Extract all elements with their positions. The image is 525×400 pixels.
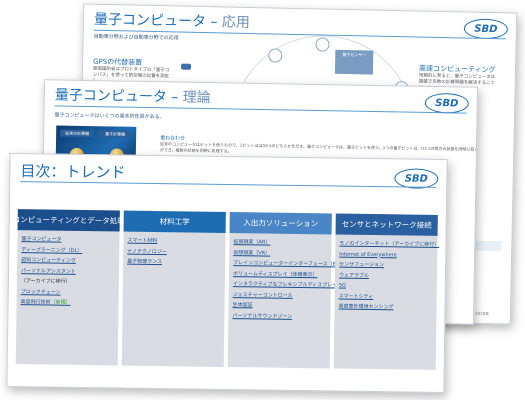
toc-link-label: インタラクティブなフレキシブルディスプレイ xyxy=(232,281,338,289)
toc-link[interactable]: センサフュージョン xyxy=(339,260,437,272)
toc-link-label: 生体認証 xyxy=(232,302,253,309)
toc-link[interactable]: 拡張現実（AR） xyxy=(233,237,331,249)
toc-column: センサとネットワーク接続モノのインターネット（アーカイブに移行） Internet… xyxy=(333,213,440,370)
toc-link-label: 認知コンピューティング xyxy=(21,257,76,264)
toc-link-label: スマートシティ xyxy=(338,293,374,300)
toc-link-label: Internet of Everywhere xyxy=(339,251,397,258)
toc-link-label: 5G xyxy=(338,282,346,289)
slide-subtitle: 自動車分野および自動車分野での応用 xyxy=(93,33,179,42)
toc-link[interactable]: スマート材料 xyxy=(127,236,225,248)
label-classical: 従来の計算機 xyxy=(60,129,95,138)
slide-title-main: 量子コンピュータ xyxy=(93,11,207,31)
toc-column: コンピューティングとデータ処理量子コンピュータディープラーニング（DL） 認知コン… xyxy=(13,209,125,366)
column-header: コンピューティングとデータ処理 xyxy=(13,209,125,232)
toc-link-label: 高度車外環境センシング xyxy=(338,303,394,311)
toc-link-label: ウェアラブル xyxy=(338,272,370,279)
toc-column: 入出力ソリューション拡張現実（AR） 仮想現実（VR） ブレインコンピューターインタ… xyxy=(227,212,346,369)
toc-link[interactable]: インタラクティブなフレキシブルディスプレイ xyxy=(233,279,337,291)
car-icon xyxy=(180,63,192,70)
toc-link-label: ブレインコンピューターインターフェース（BCI） xyxy=(233,260,346,268)
toc-link-label: 量子コンピュータ xyxy=(21,236,62,243)
toc-link-label: ブロックチェーン xyxy=(20,288,61,296)
toc-link-label: ナノテクノロジー xyxy=(127,248,167,255)
toc-link[interactable]: 高度飛行技術（新規） xyxy=(20,297,118,309)
toc-link-label: （アーカイブに移行） xyxy=(20,278,71,285)
label-quantum: 量子計算機 xyxy=(98,130,133,138)
column-header: 材料工学 xyxy=(123,210,226,233)
sbd-logo: SBD xyxy=(463,18,509,40)
column-header: 入出力ソリューション xyxy=(229,212,332,235)
column-item-list: モノのインターネット（アーカイブに移行） Internet of Everywhe… xyxy=(334,235,440,314)
toc-link-label: 高度飛行技術 xyxy=(20,299,51,306)
column-item-list: 量子コンピュータディープラーニング（DL） 認知コンピューティングパーソナルアシス… xyxy=(16,230,119,309)
toc-columns: コンピューティングとデータ処理量子コンピュータディープラーニング（DL） 認知コン… xyxy=(13,209,440,370)
list-note: （アーカイブに移行） xyxy=(21,276,119,288)
toc-link-label: パーソナルアシスタント xyxy=(20,267,76,275)
slide-title-sub: 応用 xyxy=(221,14,251,31)
column-header: センサとネットワーク接続 xyxy=(335,213,438,236)
column-item-list: スマート材料ナノテクノロジー量子物理ランス xyxy=(123,232,225,269)
toc-link-label: ディープラーニング（DL） xyxy=(21,246,83,254)
slide-title: 量子コンピュータ – 応用 xyxy=(94,9,250,32)
column-item-list: 拡張現実（AR） 仮想現実（VR） ブレインコンピューターインターフェース（BCI）… xyxy=(228,233,346,323)
sbd-logo: SBD xyxy=(424,92,469,114)
toc-link-label: 仮想現実（VR） xyxy=(233,249,271,257)
toc-link[interactable]: パーソナルサウンドゾーン xyxy=(232,311,330,323)
toc-link-label: パーソナルサウンドゾーン xyxy=(232,312,293,320)
toc-link[interactable]: 量子物理ランス xyxy=(127,257,225,269)
toc-link-label: 量子物理ランス xyxy=(127,258,163,266)
slide-title-sub: 理論 xyxy=(182,89,211,107)
title-separator: – xyxy=(210,14,218,31)
diagram-hub: 量子センサー xyxy=(334,49,374,75)
toc-link[interactable]: モノのインターネット（アーカイブに移行） xyxy=(339,239,440,251)
toc-link[interactable]: 生体認証 xyxy=(232,300,330,312)
toc-column: 材料工学スマート材料ナノテクノロジー量子物理ランス xyxy=(121,210,226,367)
toc-link[interactable]: ウェアラブル xyxy=(339,270,437,282)
toc-link[interactable]: ブレインコンピューターインターフェース（BCI） xyxy=(233,258,346,270)
toc-link[interactable]: 認知コンピューティング xyxy=(21,255,119,267)
title-rule xyxy=(20,181,437,188)
slide-title-main: 量子コンピュータ xyxy=(54,87,167,106)
slide-toc: 目次：トレンド SBD コンピューティングとデータ処理量子コンピュータディープラ… xyxy=(6,152,448,394)
toc-link-label: 拡張現実（AR） xyxy=(233,239,271,246)
slide-tagline: 量子コンピュータはいくつの基本的性質がある。 xyxy=(54,112,165,121)
toc-link-label: ボリュームディスプレイ（体積表示） xyxy=(232,270,318,278)
new-badge: （新規） xyxy=(50,299,71,306)
toc-link-label: モノのインターネット（アーカイブに移行） xyxy=(339,240,440,248)
toc-link-label: スマート材料 xyxy=(127,237,158,245)
slide-title: 目次：トレンド xyxy=(20,162,126,182)
toc-link[interactable]: 高度車外環境センシング xyxy=(338,302,436,314)
toc-link-label: ジェスチャーコントロール xyxy=(232,291,293,299)
toc-link[interactable]: 量子コンピュータ xyxy=(21,234,119,246)
toc-link-label: センサフュージョン xyxy=(339,261,385,269)
title-separator: – xyxy=(171,89,179,106)
slide-title: 量子コンピュータ – 理論 xyxy=(55,84,211,107)
